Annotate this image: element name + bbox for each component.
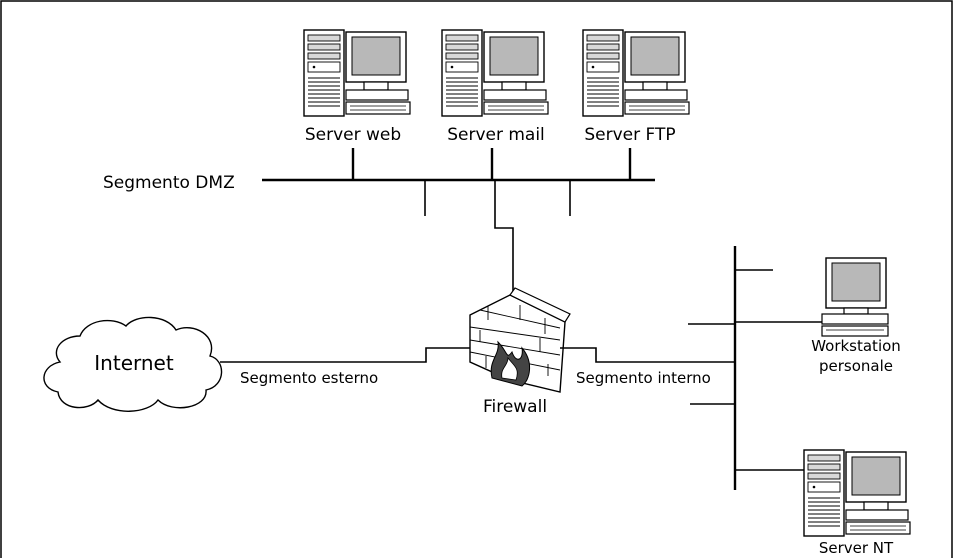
segment-interno-label: Segmento interno: [576, 369, 711, 387]
workstation-icon: [821, 257, 889, 337]
external-segment-line: [220, 347, 470, 363]
server-ftp-icon: [582, 29, 690, 117]
internal-segment-line: [560, 347, 735, 363]
segment-dmz-label: Segmento DMZ: [103, 173, 235, 193]
server-ftp-label: Server FTP: [584, 125, 675, 145]
dmz-to-firewall-link: [494, 180, 514, 308]
server-mail-icon: [441, 29, 549, 117]
server-nt-icon: [803, 449, 911, 537]
firewall-label: Firewall: [483, 397, 547, 417]
server-web-icon: [303, 29, 411, 117]
server-nt-label: Server NT: [819, 539, 894, 557]
cloud-icon: [43, 316, 223, 412]
brick-firewall-icon: [469, 287, 571, 393]
server-mail-label: Server mail: [447, 125, 545, 145]
workstation-label-line2: personale: [819, 357, 893, 375]
server-web-label: Server web: [305, 125, 401, 145]
workstation-label-line1: Workstation: [811, 337, 901, 355]
segment-esterno-label: Segmento esterno: [240, 369, 378, 387]
internet-label: Internet: [94, 351, 174, 375]
